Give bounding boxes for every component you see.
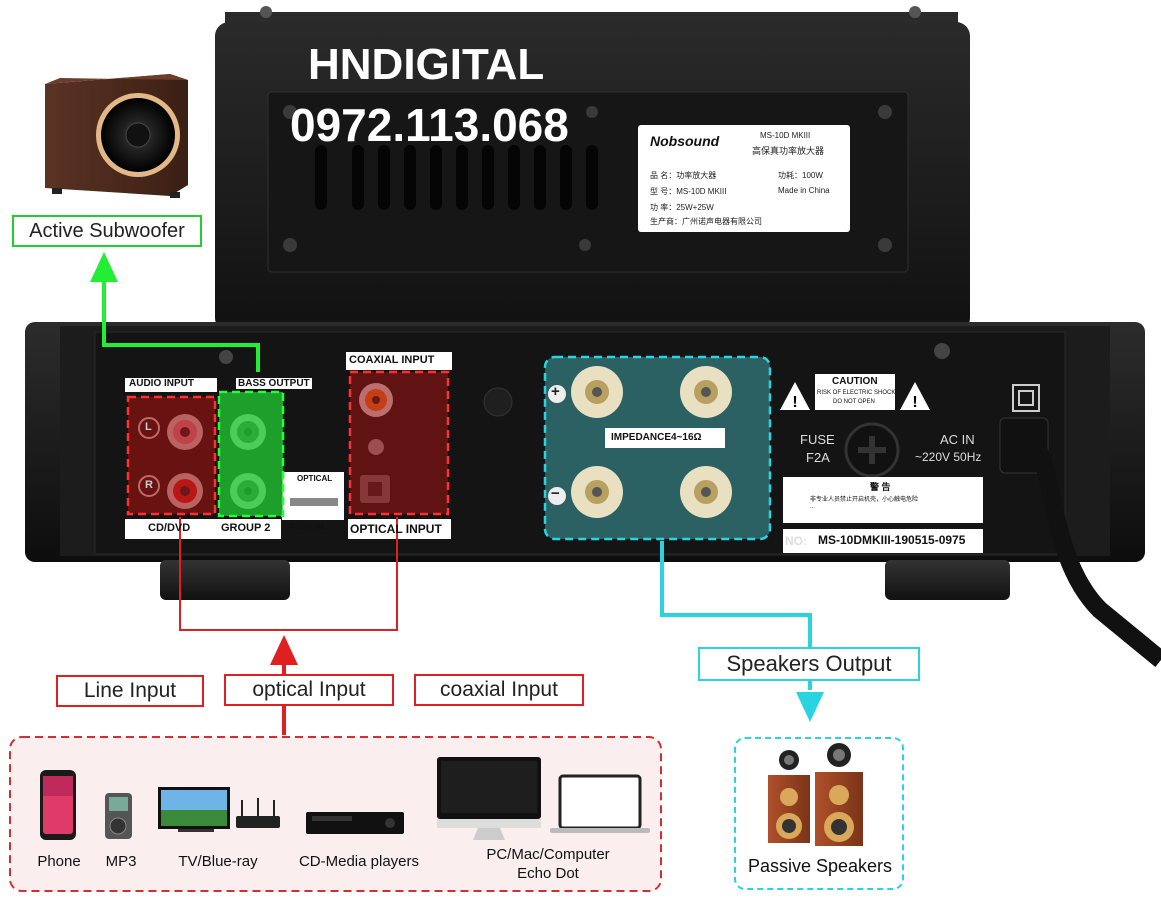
nameplate-model: MS-10D MKIII: [760, 131, 811, 140]
router-icon: [236, 798, 280, 828]
tv-icon: [158, 787, 230, 832]
input-arrow-icon: [270, 635, 298, 665]
serial-prefix: NO:: [785, 534, 807, 548]
watermark-phone: 0972.113.068: [290, 99, 569, 151]
ac-in-label: AC IN: [940, 432, 975, 447]
cd-player-icon: [306, 812, 404, 834]
source-label-phone: Phone: [37, 853, 81, 870]
watermark-brand: HNDIGITAL: [308, 40, 545, 89]
line-input-label: Line Input: [56, 675, 204, 707]
positive-terminal-label: +: [551, 383, 560, 400]
nameplate-row-1: 品 名：功率放大器: [650, 171, 717, 180]
subwoofer-connection-line: [102, 278, 260, 372]
svg-text:!: !: [792, 394, 797, 411]
bass-output-label: BASS OUTPUT: [236, 378, 312, 389]
caution-line-2: DO NOT OPEN: [833, 399, 875, 405]
caution-title: CAUTION: [832, 376, 878, 387]
fuse-rating: F2A: [806, 450, 830, 465]
power-section: ! !: [780, 374, 1161, 667]
computer-icon: [437, 757, 541, 840]
nameplate-row-2: 型 号：MS-10D MKIII: [650, 187, 727, 196]
terminal-top-left[interactable]: [571, 366, 623, 418]
speaker-arrow-icon: [796, 692, 824, 722]
nameplate-power: 功耗：100W: [778, 171, 823, 180]
optical-switch-label: OPTICAL: [297, 474, 333, 483]
subwoofer-icon: [45, 74, 188, 198]
passive-speakers-label: Passive Speakers: [747, 856, 893, 876]
serial-number: MS-10DMKIII-190515-0975: [818, 533, 966, 547]
passive-speaker-right-icon: [815, 743, 863, 846]
speakers-output-label: Speakers Output: [698, 647, 920, 681]
source-label-mp3: MP3: [105, 853, 137, 870]
nameplate-made-in: Made in China: [778, 186, 830, 195]
coaxial-input-callout: coaxial Input: [414, 674, 584, 706]
bass-output-highlight: [217, 390, 285, 518]
caution-line-1: RISK OF ELECTRIC SHOCK: [817, 390, 896, 396]
phone-icon: [40, 770, 76, 840]
subwoofer-arrow-icon: [90, 252, 118, 282]
laptop-icon: [550, 774, 650, 833]
terminal-top-right[interactable]: [680, 366, 732, 418]
input-connection-line: [179, 517, 398, 631]
mp3-player-icon: [105, 793, 132, 839]
warning-title: 警 告: [870, 482, 891, 492]
audio-input-highlight: [126, 395, 217, 516]
group2-label: GROUP 2: [221, 522, 271, 534]
terminal-bottom-left[interactable]: [571, 466, 623, 518]
speaker-terminals: [543, 355, 772, 541]
passive-speaker-left-icon: [768, 750, 810, 843]
source-label-echo: Echo Dot: [517, 865, 579, 882]
nameplate: [638, 125, 850, 232]
nameplate-brand: Nobsound: [650, 133, 720, 149]
channel-left-label: L: [145, 421, 152, 433]
nameplate-title: 高保真功率放大器: [752, 146, 825, 156]
source-label-cd: CD-Media players: [298, 853, 420, 870]
source-label-pc: PC/Mac/Computer: [486, 846, 610, 863]
nameplate-row-3: 功 率：25W+25W: [650, 203, 714, 212]
warning-line-1: 非专业人员禁止开启机壳，小心触电危险: [810, 497, 919, 503]
svg-text:!: !: [912, 394, 917, 411]
ac-rating: ~220V 50Hz: [915, 450, 982, 464]
negative-terminal-label: −: [551, 485, 560, 502]
optical-input-label: OPTICAL INPUT: [350, 522, 442, 536]
source-label-tv: TV/Blue-ray: [178, 853, 258, 870]
coaxial-optical-highlight: [348, 370, 450, 516]
cd-dvd-label: CD/DVD: [148, 522, 191, 534]
optical-input-callout: optical Input: [224, 674, 394, 706]
terminal-bottom-right[interactable]: [680, 466, 732, 518]
fuse-holder[interactable]: [844, 422, 900, 478]
coaxial-switch-label: COAXIAL: [290, 522, 326, 531]
fuse-label: FUSE: [800, 432, 835, 447]
nameplate-row-4: 生产商：广州诺声电器有限公司: [650, 217, 762, 226]
audio-input-label: AUDIO INPUT: [129, 378, 194, 389]
impedance-label: IMPEDANCE4~16Ω: [611, 432, 702, 443]
channel-right-label: R: [145, 479, 153, 491]
warning-line-2: ...: [810, 504, 816, 510]
coaxial-input-label: COAXIAL INPUT: [349, 354, 435, 366]
active-subwoofer-label: Active Subwoofer: [12, 215, 202, 247]
